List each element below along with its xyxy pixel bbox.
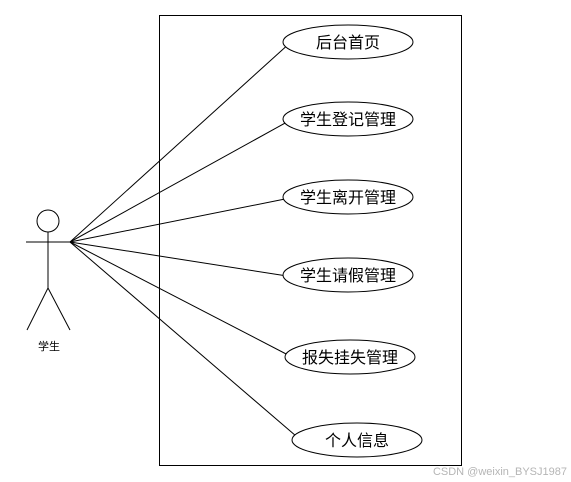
system-boundary	[159, 15, 462, 466]
use-case-profile: 个人信息	[291, 422, 423, 458]
use-case-leave: 学生请假管理	[282, 257, 414, 293]
actor-head	[36, 209, 60, 233]
actor-label: 学生	[38, 339, 60, 353]
use-case-departure: 学生离开管理	[282, 179, 414, 215]
use-case-ellipse	[282, 24, 414, 60]
actor-left-leg	[26, 287, 49, 331]
actor-right-leg	[47, 287, 71, 331]
use-case-label: 后台首页	[316, 33, 380, 52]
use-case-ellipse	[282, 179, 414, 215]
use-case-label: 学生登记管理	[300, 110, 396, 129]
association-home	[69, 41, 292, 243]
use-case-ellipse	[284, 339, 416, 375]
use-case-loss-report: 报失挂失管理	[284, 339, 416, 375]
use-case-label: 个人信息	[325, 431, 389, 450]
use-case-label: 报失挂失管理	[302, 348, 398, 367]
use-case-registration: 学生登记管理	[282, 101, 414, 137]
use-case-ellipse	[282, 257, 414, 293]
use-case-home: 后台首页	[282, 24, 414, 60]
association-registration	[69, 121, 288, 243]
use-case-label: 学生离开管理	[300, 188, 396, 207]
association-departure	[69, 198, 286, 243]
use-case-ellipse	[282, 101, 414, 137]
association-leave	[69, 241, 288, 277]
watermark: CSDN @weixin_BYSJ1987	[432, 466, 567, 478]
use-case-label: 学生请假管理	[300, 266, 396, 285]
association-profile	[69, 241, 297, 437]
use-case-ellipse	[291, 422, 423, 458]
association-loss-report	[69, 241, 291, 357]
actor-student	[26, 209, 71, 331]
associations	[69, 41, 297, 437]
